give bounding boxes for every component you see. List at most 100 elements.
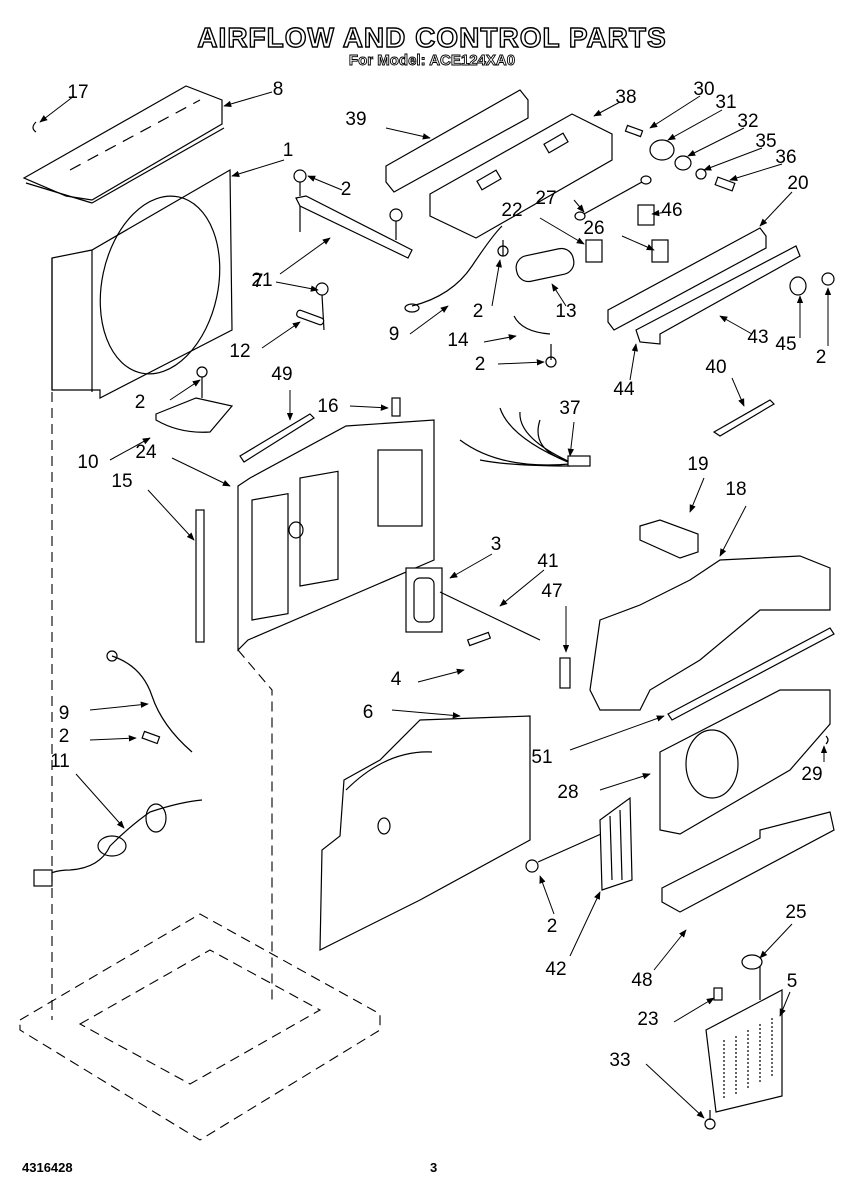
callout-label-11: 11: [50, 751, 70, 772]
callout-label-35: 35: [755, 131, 776, 152]
page-title: AIRFLOW AND CONTROL PARTS: [197, 21, 667, 53]
part-51-strip: [667, 627, 835, 721]
callout-leader-10: [109, 437, 151, 461]
part-19-baffle: [639, 519, 699, 559]
part-31-knob: [649, 139, 675, 161]
callout-label-40: 40: [705, 357, 726, 378]
callout-leader-6: [391, 709, 461, 719]
callout-label-26: 26: [583, 218, 604, 239]
callout-label-9: 9: [59, 703, 70, 724]
document-code: 4316428: [22, 1160, 73, 1175]
callout-leader-36: [729, 163, 783, 181]
callout-leader-9: [409, 305, 449, 335]
part-11-power-cord: [33, 799, 203, 887]
callout-label-37: 37: [559, 398, 580, 419]
callout-leader-5: [779, 991, 791, 1017]
callout-leader-1: [231, 159, 285, 177]
part-13-capacitor: [515, 247, 575, 283]
callout-label-2: 2: [135, 392, 146, 413]
callout-label-46: 46: [661, 200, 682, 221]
part-17-clip: [32, 121, 37, 133]
callout-label-49: 49: [271, 364, 292, 385]
callout-leader-41: [499, 569, 545, 607]
callout-label-14: 14: [447, 330, 469, 351]
callout-leader-35: [703, 147, 763, 171]
callout-label-9: 9: [389, 324, 400, 345]
callout-label-18: 18: [725, 479, 746, 500]
callout-leader-13: [551, 283, 567, 307]
callout-leader-38: [593, 101, 621, 117]
callout-leader-15: [147, 489, 195, 541]
part-48-base-plate: [661, 811, 835, 913]
part-33-screw: [704, 1110, 716, 1130]
callout-label-39: 39: [345, 109, 366, 130]
callout-leader-2: [307, 175, 343, 191]
part-23-clip: [713, 987, 723, 1001]
callout-label-27: 27: [535, 188, 556, 209]
part-26-relay: [651, 239, 669, 263]
callout-leader-30: [649, 95, 701, 129]
callout-label-31: 31: [715, 92, 736, 113]
part-32-bushing: [674, 155, 692, 171]
callout-label-23: 23: [637, 1009, 658, 1030]
callout-label-8: 8: [273, 79, 284, 100]
part-41-rod: [439, 591, 541, 641]
part-9-ground-wire-a: [404, 225, 503, 313]
callout-leader-28: [599, 773, 651, 791]
part-16-tab: [391, 397, 401, 417]
callout-label-48: 48: [631, 970, 652, 991]
part-25-thermostat: [741, 954, 763, 1000]
callout-label-47: 47: [541, 581, 562, 602]
part-2-screw-e: [545, 344, 557, 368]
callout-leader-3: [449, 553, 493, 579]
part-2-screw-b: [389, 208, 403, 240]
callout-label-44: 44: [613, 379, 635, 400]
callout-leader-21: [279, 237, 331, 275]
callout-leader-39: [385, 127, 431, 140]
part-35-washer: [695, 168, 707, 180]
callout-leader-22: [539, 217, 585, 245]
callout-label-10: 10: [77, 452, 98, 473]
callout-label-16: 16: [317, 396, 338, 417]
callout-label-30: 30: [693, 79, 714, 100]
callout-label-29: 29: [801, 764, 822, 785]
callout-label-13: 13: [555, 301, 576, 322]
callout-leader-16: [349, 404, 389, 411]
part-18-air-duct: [589, 555, 831, 711]
callout-leader-14: [483, 334, 517, 343]
callout-leader-43: [719, 315, 753, 335]
part-24-partition: [237, 419, 435, 652]
part-37-wire-harness: [459, 407, 591, 467]
callout-label-32: 32: [737, 111, 758, 132]
part-5-heater: [705, 989, 783, 1113]
part-2-screw-a: [293, 169, 307, 196]
part-2-screw-h: [525, 829, 611, 873]
model-subtitle: For Model: ACE124XA0: [348, 52, 516, 70]
part-9-ground-wire-b: [106, 650, 193, 753]
callout-leader-51: [569, 715, 665, 751]
part-8-top-cover: [22, 85, 225, 204]
callout-label-6: 6: [363, 702, 374, 723]
callout-label-24: 24: [135, 442, 157, 463]
part-3-bracket: [405, 567, 443, 633]
part-45-knob: [789, 276, 807, 296]
callout-label-15: 15: [111, 471, 132, 492]
callout-leader-8: [223, 91, 273, 108]
part-2-screw-c: [821, 272, 835, 286]
callout-leader-2: [169, 379, 201, 401]
callout-label-2: 2: [475, 354, 486, 375]
callout-leader-40: [731, 377, 745, 407]
callout-leader-33: [645, 1063, 705, 1119]
callout-leader-9: [89, 701, 149, 711]
callout-label-7: 7: [253, 271, 264, 292]
callout-label-41: 41: [537, 551, 558, 572]
callout-leader-2: [89, 735, 137, 742]
callout-label-4: 4: [391, 669, 402, 690]
part-38-control-housing: [429, 113, 613, 239]
callout-label-42: 42: [545, 959, 566, 980]
callout-leader-17: [39, 95, 75, 123]
part-2-screw-d: [497, 240, 509, 257]
callout-leader-42: [569, 891, 601, 957]
callout-label-20: 20: [787, 173, 808, 194]
